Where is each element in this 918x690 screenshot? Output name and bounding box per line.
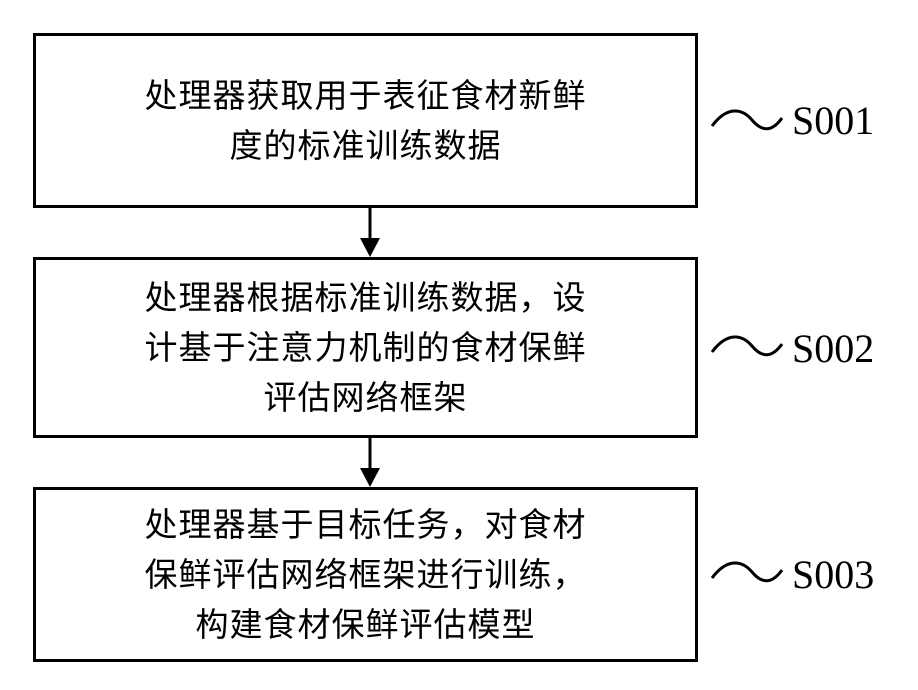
step-label-s001: S001 [792,101,874,141]
step-label-s002: S002 [792,329,874,369]
leader-squiggle-s002 [712,337,782,355]
leader-squiggle-s001 [712,111,782,129]
arrow-s001-to-s002 [360,208,380,257]
leader-squiggle-s003 [712,563,782,581]
step-label-s003: S003 [792,555,874,595]
arrow-s002-to-s003 [360,438,380,487]
